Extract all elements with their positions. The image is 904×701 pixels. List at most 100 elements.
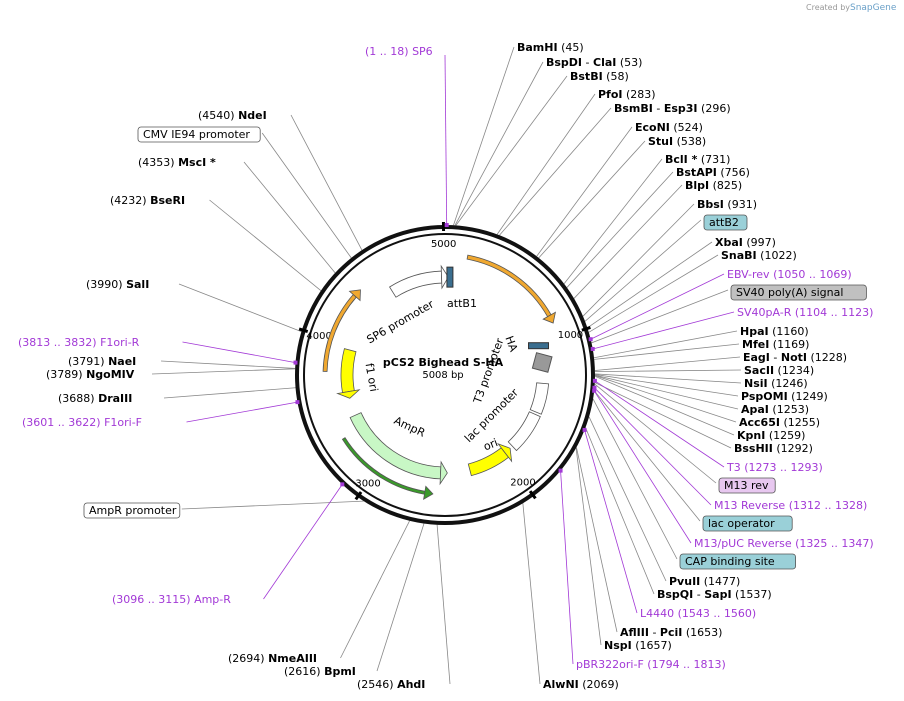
label-position: (3791) (68, 355, 108, 368)
feature-box-cmv-ie94-promoter[interactable] (137, 126, 261, 143)
enzyme-site-ngomiv[interactable]: (3789) NgoMIV (46, 368, 135, 381)
enzyme-site-nsii[interactable]: NsiI (1246) (744, 377, 808, 390)
enzyme-site-ndei[interactable]: (4540) NdeI (198, 109, 267, 122)
sp6-promoter-head (440, 264, 449, 290)
primer-label-f1ori-r[interactable]: (3813 .. 3832) F1ori-R (18, 336, 140, 349)
feature-box-m13-rev[interactable] (718, 477, 776, 494)
label-position: (524) (670, 121, 703, 134)
primer-label-ebv-rev[interactable]: EBV-rev (1050 .. 1069) (727, 268, 852, 281)
primer-label-m13-puc-reverse[interactable]: M13/pUC Reverse (1325 .. 1347) (694, 537, 874, 550)
enzyme-site-bstbi[interactable]: BstBI (58) (570, 70, 629, 83)
enzyme-site-pvuii[interactable]: PvuII (1477) (669, 575, 740, 588)
orange-arc-left-head (348, 289, 361, 302)
enzyme-site-afliii[interactable]: AflIII - PciI (1653) (620, 626, 722, 639)
enzyme-site-pfoi[interactable]: PfoI (283) (598, 88, 656, 101)
connector-l4440 (584, 429, 638, 614)
label-position: (1259) (765, 429, 805, 442)
enzyme-site-nmeaiii[interactable]: (2694) NmeAIII (228, 652, 317, 665)
credit-text: Created by (806, 3, 850, 12)
primer-label-amp-r[interactable]: (3096 .. 3115) Amp-R (112, 593, 231, 606)
feature-box-cap-binding-site[interactable] (679, 553, 796, 570)
ha-tag-glyph (531, 352, 553, 373)
tick-2000 (528, 490, 537, 500)
enzyme-site-stui[interactable]: StuI (538) (648, 135, 706, 148)
connector-alwni (522, 503, 541, 685)
label-position: (1050 .. 1069) (770, 268, 852, 281)
enzyme-site-xbai[interactable]: XbaI (997) (715, 236, 776, 249)
label-name: NgoMIV (86, 368, 135, 381)
label-position: (1253) (769, 403, 809, 416)
feature-box-ampr-promoter[interactable] (83, 502, 181, 519)
enzyme-site-sacii[interactable]: SacII (1234) (744, 364, 814, 377)
connector-bspdi (454, 61, 544, 226)
feature-box-attb2[interactable] (703, 214, 748, 231)
enzyme-site-draiii[interactable]: (3688) DraIII (58, 392, 132, 405)
enzyme-site-bseri[interactable]: (4232) BseRI (110, 194, 185, 207)
primer-site-m13-reverse (592, 385, 597, 390)
label-name: AhdI (397, 678, 425, 691)
connector-bamhi (453, 46, 515, 226)
label-position: (4540) (198, 109, 238, 122)
primer-site-l4440 (582, 427, 587, 432)
primer-site-sv40pa-r (590, 346, 595, 351)
connector-pvuii (588, 416, 667, 582)
primer-label-f1ori-f[interactable]: (3601 .. 3622) F1ori-F (22, 416, 142, 429)
enzyme-site-bstapi[interactable]: BstAPI (756) (676, 166, 750, 179)
label-position: (3813 .. 3832) (18, 336, 100, 349)
enzyme-site-nspi[interactable]: NspI (1657) (604, 639, 672, 652)
label-name-2: ClaI (593, 56, 616, 69)
tick-1000 (581, 326, 591, 332)
enzyme-site-pspomi[interactable]: PspOMI (1249) (741, 390, 828, 403)
primer-label-t3[interactable]: T3 (1273 .. 1293) (726, 461, 823, 474)
enzyme-site-bspdi[interactable]: BspDI - ClaI (53) (546, 56, 642, 69)
primer-label-m13-reverse[interactable]: M13 Reverse (1312 .. 1328) (714, 499, 867, 512)
enzyme-site-econi[interactable]: EcoNI (524) (635, 121, 703, 134)
primer-label-sp6[interactable]: (1 .. 18) SP6 (365, 45, 433, 58)
primer-label-pbr322ori-f[interactable]: pBR322ori-F (1794 .. 1813) (576, 658, 726, 671)
enzyme-site-acc65i[interactable]: Acc65I (1255) (739, 416, 820, 429)
connector-cap-binding-site (592, 398, 678, 560)
primer-label-l4440[interactable]: L4440 (1543 .. 1560) (640, 607, 756, 620)
enzyme-site-snabi[interactable]: SnaBI (1022) (721, 249, 797, 262)
connector-msci (243, 161, 336, 274)
feature-box-sv40-poly-a-signal[interactable] (730, 284, 867, 301)
enzyme-site-bsshii[interactable]: BssHII (1292) (734, 442, 813, 455)
label-name: SalI (126, 278, 149, 291)
feature-box-label-sv40-poly-a-signal: SV40 poly(A) signal (736, 286, 843, 299)
enzyme-site-alwni[interactable]: AlwNI (2069) (543, 678, 619, 691)
feature-box-label-lac-operator: lac operator (708, 517, 775, 530)
enzyme-site-kpni[interactable]: KpnI (1259) (737, 429, 805, 442)
enzyme-site-blpi[interactable]: BlpI (825) (685, 179, 742, 192)
label-name: ApaI (741, 403, 769, 416)
enzyme-site-bbsi[interactable]: BbsI (931) (697, 198, 757, 211)
enzyme-site-bcli[interactable]: BclI * (731) (665, 153, 730, 166)
label-name: BssHII (734, 442, 773, 455)
enzyme-site-apai[interactable]: ApaI (1253) (741, 403, 809, 416)
connector-sp6 (444, 54, 448, 226)
t3-promoter-arrow (529, 382, 550, 415)
center-info: pCS2 Bighead S-HA 5008 bp (383, 356, 504, 381)
enzyme-site-bsmbi[interactable]: BsmBI - Esp3I (296) (614, 102, 731, 115)
label-position: (997) (743, 236, 776, 249)
enzyme-site-msci[interactable]: (4353) MscI * (138, 156, 216, 169)
enzyme-site-bspqi[interactable]: BspQI - SapI (1537) (657, 588, 772, 601)
tick-label-1000: 1000 (558, 330, 583, 341)
label-position: (58) (603, 70, 629, 83)
label-position: (1234) (774, 364, 814, 377)
label-position: (1 .. 18) (365, 45, 412, 58)
enzyme-site-eagi[interactable]: EagI - NotI (1228) (743, 351, 847, 364)
enzyme-site-bamhi[interactable]: BamHI (45) (517, 41, 584, 54)
enzyme-site-naei[interactable]: (3791) NaeI (68, 355, 136, 368)
enzyme-site-mfei[interactable]: MfeI (1169) (742, 338, 809, 351)
feature-box-lac-operator[interactable] (702, 515, 793, 532)
label-name: EcoNI (635, 121, 670, 134)
feature-label-f1-ori: f1 ori (363, 362, 381, 393)
label-position: (1160) (769, 325, 809, 338)
enzyme-site-ahdi[interactable]: (2546) AhdI (357, 678, 425, 691)
ori-arrow (467, 447, 510, 477)
enzyme-site-sali[interactable]: (3990) SalI (86, 278, 149, 291)
enzyme-site-bpmi[interactable]: (2616) BpmI (284, 665, 356, 678)
label-name: AflIII (620, 626, 649, 639)
primer-label-sv40pa-r[interactable]: SV40pA-R (1104 .. 1123) (737, 306, 873, 319)
enzyme-site-hpai[interactable]: HpaI (1160) (740, 325, 809, 338)
